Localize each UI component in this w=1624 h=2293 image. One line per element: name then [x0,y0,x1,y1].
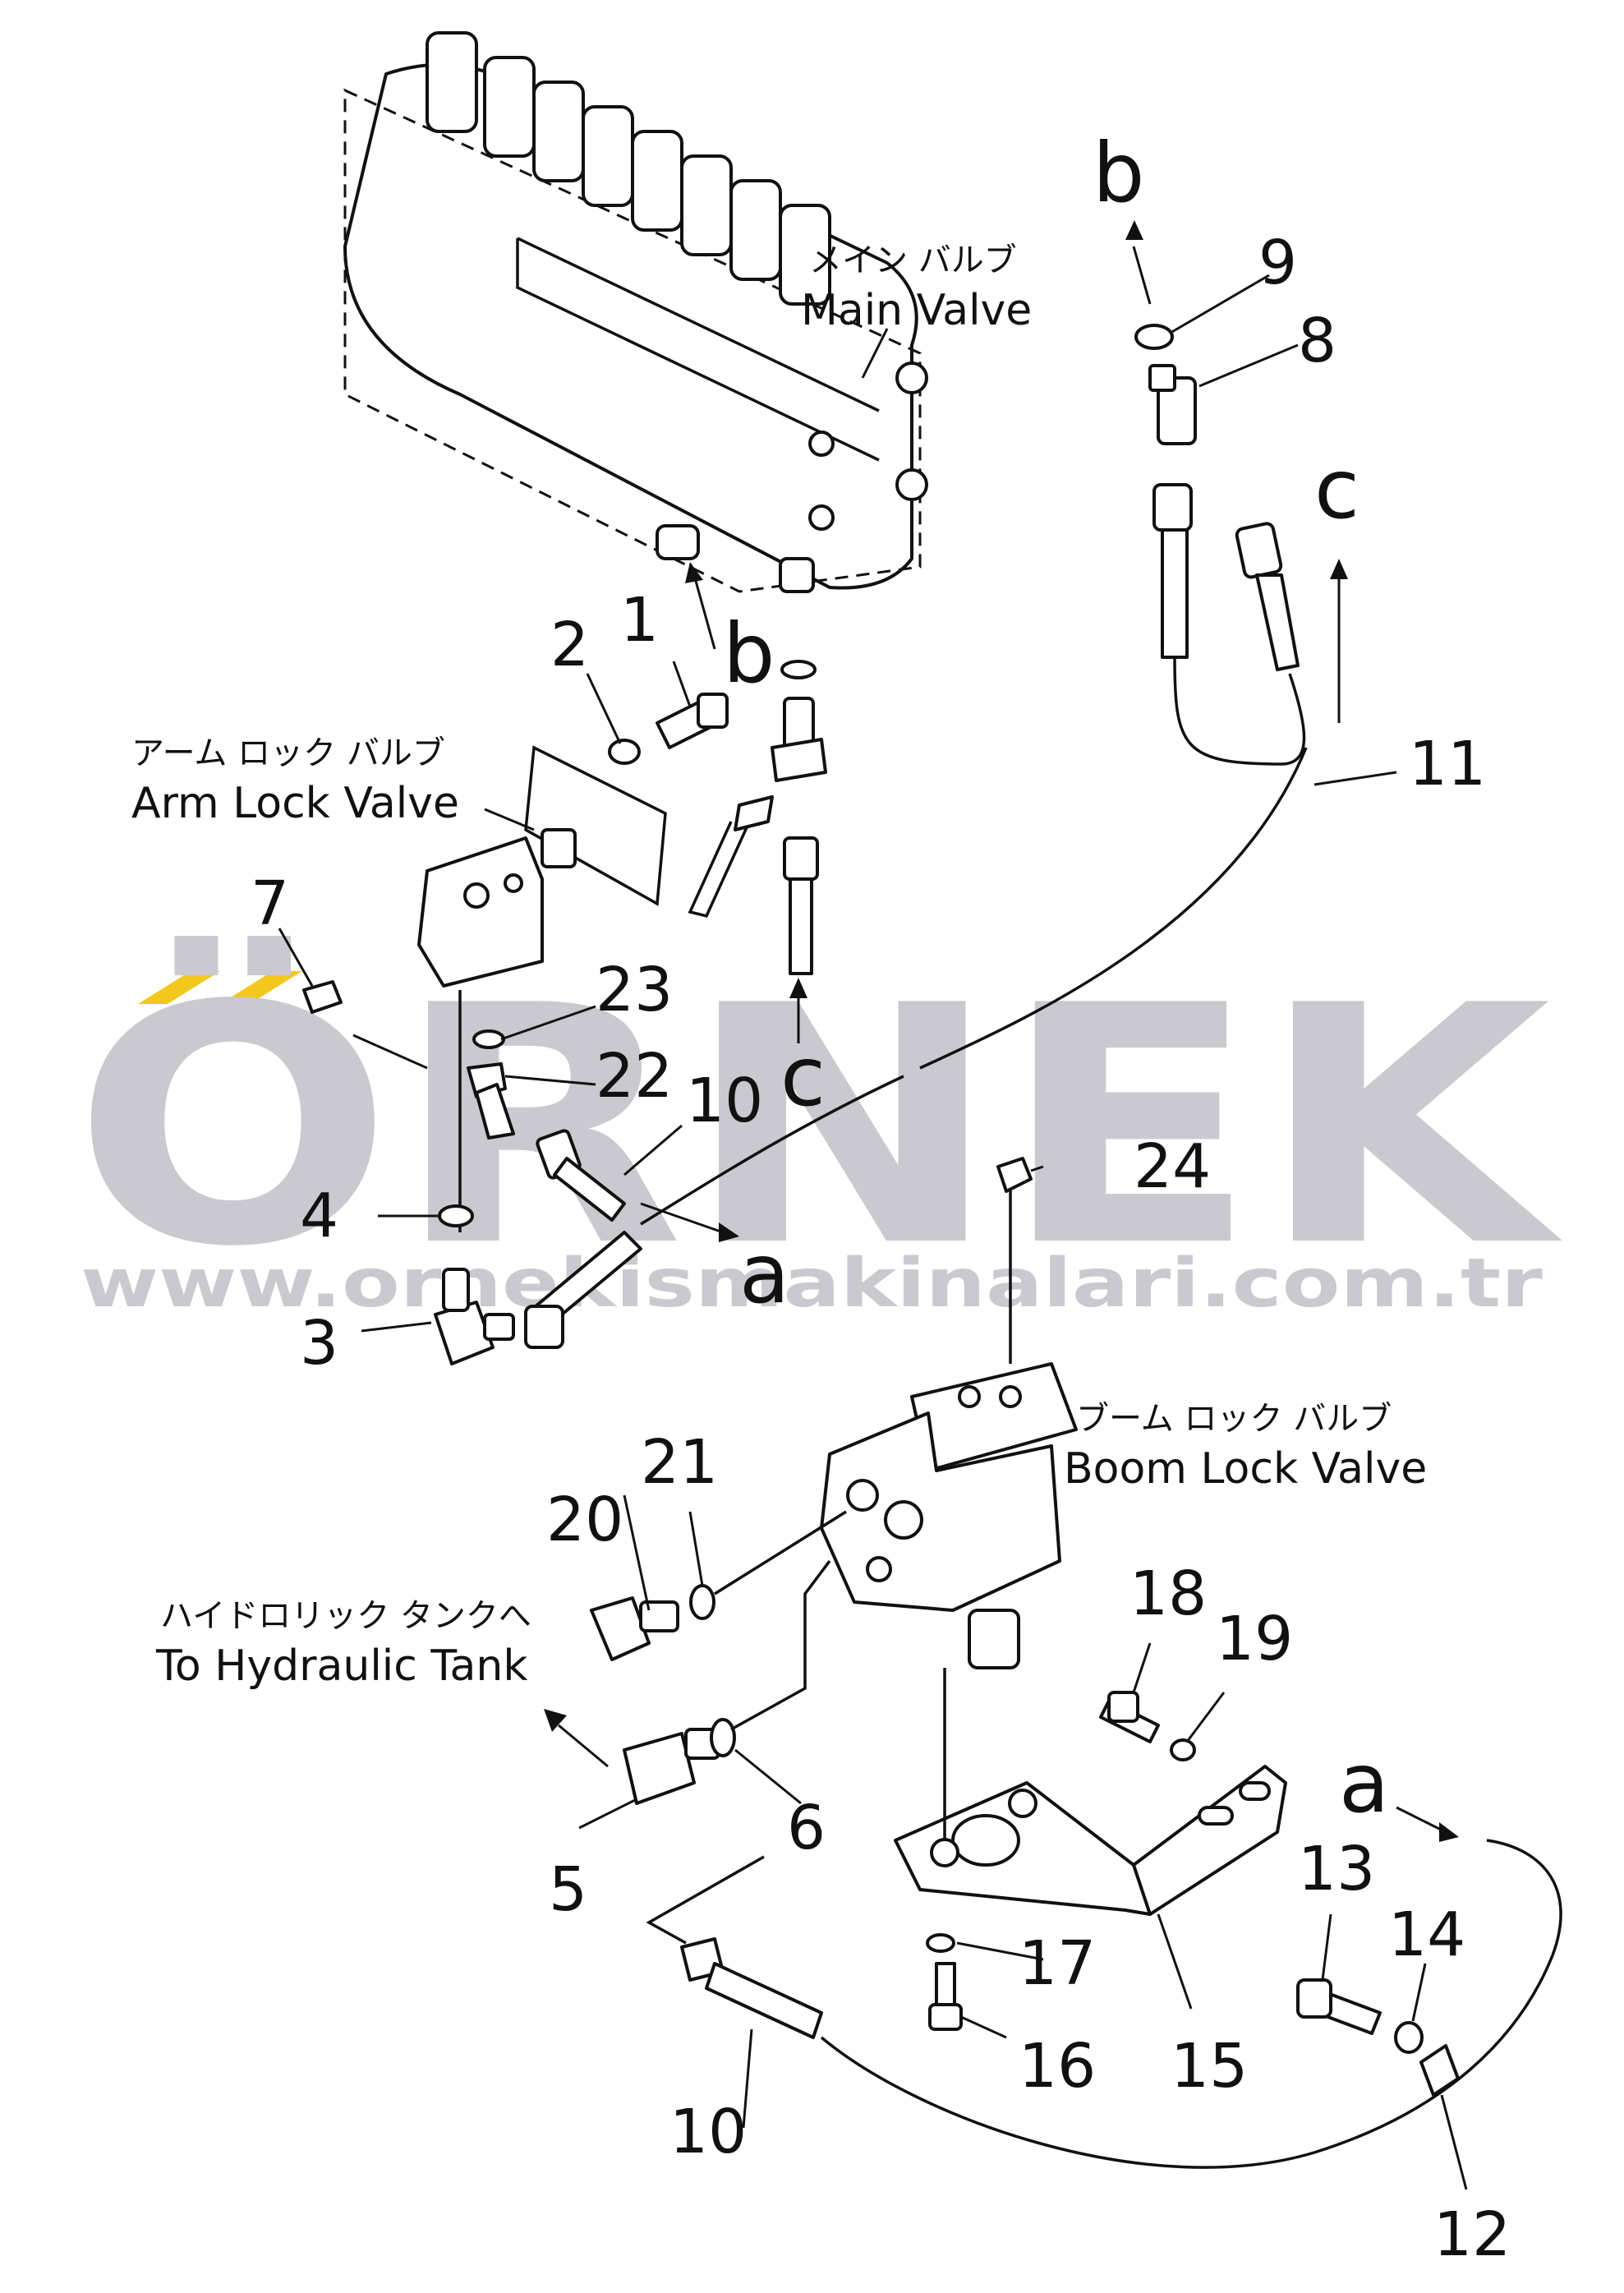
part-number-12: 12 [1433,2199,1511,2270]
part-number-13: 13 [1298,1834,1375,1904]
arm-lock-valve-label-jp: アーム ロック バルブ [131,734,445,772]
ref-c-top: c [1314,441,1359,537]
arm-lock-valve-label-en: Arm Lock Valve [131,779,459,828]
boom-lock-valve-label-en: Boom Lock Valve [1064,1444,1427,1494]
part-number-20: 20 [546,1485,623,1555]
watermark-accent-mark-right [220,971,302,1004]
ref-a-bottom: a [1339,1735,1389,1831]
part-number-18: 18 [1129,1559,1207,1629]
watermark: ÖRNEK www.ornekismakinalari.com.tr [72,932,1565,1323]
boom-lock-valve: ブーム ロック バルブ Boom Lock Valve [820,1157,1427,1669]
part-number-19: 19 [1216,1604,1293,1674]
main-valve-spools [426,31,831,306]
part-number-23: 23 [596,955,673,1025]
main-valve: メイン バルブ Main Valve [343,31,1032,593]
part-number-4: 4 [300,1181,338,1251]
part-number-3: 3 [300,1308,338,1379]
part-number-17: 17 [1019,1928,1096,1999]
ref-b-top: b [1093,125,1144,221]
part-number-21: 21 [641,1427,718,1498]
part-number-10-upper: 10 [686,1066,763,1136]
part-number-2: 2 [550,610,589,680]
part-number-8: 8 [1298,306,1336,376]
arm-lock-valve: アーム ロック バルブ Arm Lock Valve [131,734,667,988]
main-valve-label-jp: メイン バルブ [809,242,1017,279]
part-number-5: 5 [549,1854,587,1925]
ref-a-mid: a [739,1226,789,1322]
part-number-9: 9 [1258,228,1297,298]
hydraulic-tank-label-jp: ハイドロリック タンクへ [160,1597,531,1635]
boom-lock-valve-label-jp: ブーム ロック バルブ [1076,1400,1392,1438]
hose-assembly-right [640,324,1308,1226]
leader-lines [278,274,1468,2190]
part-number-15: 15 [1171,2031,1248,2102]
main-valve-label-en: Main Valve [801,286,1032,335]
part-number-7: 7 [251,868,289,939]
watermark-url: www.ornekismakinalari.com.tr [81,1245,1543,1323]
part-number-22: 22 [596,1041,673,1112]
part-number-16: 16 [1019,2031,1096,2102]
part-number-14: 14 [1388,1899,1465,1970]
ref-b-mid: b [723,605,775,702]
part-numbers: 1 2 3 4 5 6 7 8 9 10 10 11 12 13 14 15 1… [251,228,1511,2270]
part-number-10-lower: 10 [669,2097,747,2167]
part-number-6: 6 [787,1793,826,1863]
ref-c-mid: c [780,1029,826,1125]
part-number-24: 24 [1134,1131,1211,1202]
part-number-11: 11 [1409,729,1486,799]
hydraulic-tank-label-en: To Hydraulic Tank [155,1641,527,1691]
watermark-accent-mark-left [138,971,220,1004]
part-number-1: 1 [620,585,659,656]
